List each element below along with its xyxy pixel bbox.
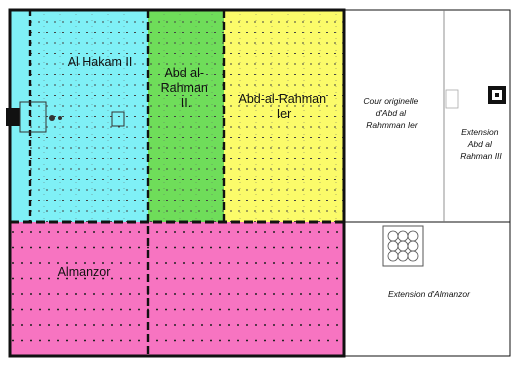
label-abd-al-rahman-ier: Abd-al-Rahman Ier: [238, 92, 329, 121]
zone-almanzor: [10, 222, 344, 356]
minaret: [488, 86, 506, 104]
fountain-pattern: [382, 225, 424, 267]
mihrab: [6, 101, 125, 133]
label-al-hakam-ii: Al Hakam II: [68, 55, 133, 69]
zone-extension-almanzor: [344, 222, 510, 356]
label-almanzor: Almanzor: [58, 265, 111, 279]
courtyard-marker: [445, 89, 459, 109]
label-extension-almanzor: Extension d'Almanzor: [388, 289, 471, 299]
zone-abd-al-rahman-ii: [148, 10, 224, 222]
zone-cour-originelle: [344, 10, 444, 222]
zone-abd-al-rahman-ier: [224, 10, 344, 222]
zone-al-hakam-ii: [10, 10, 148, 222]
column-grid: [12, 14, 344, 342]
label-abd-al-rahman-ii: Abd al- Rahman II.: [161, 66, 212, 110]
walls: [8, 8, 511, 358]
zone-extension-abd-al-rahman-iii: [444, 10, 510, 222]
label-cour-originelle: Cour originelle d'Abd al Rahmman Ier: [363, 96, 420, 130]
label-extension-abd-al-rahman-iii: Extension Abd al Rahman III: [460, 127, 502, 161]
